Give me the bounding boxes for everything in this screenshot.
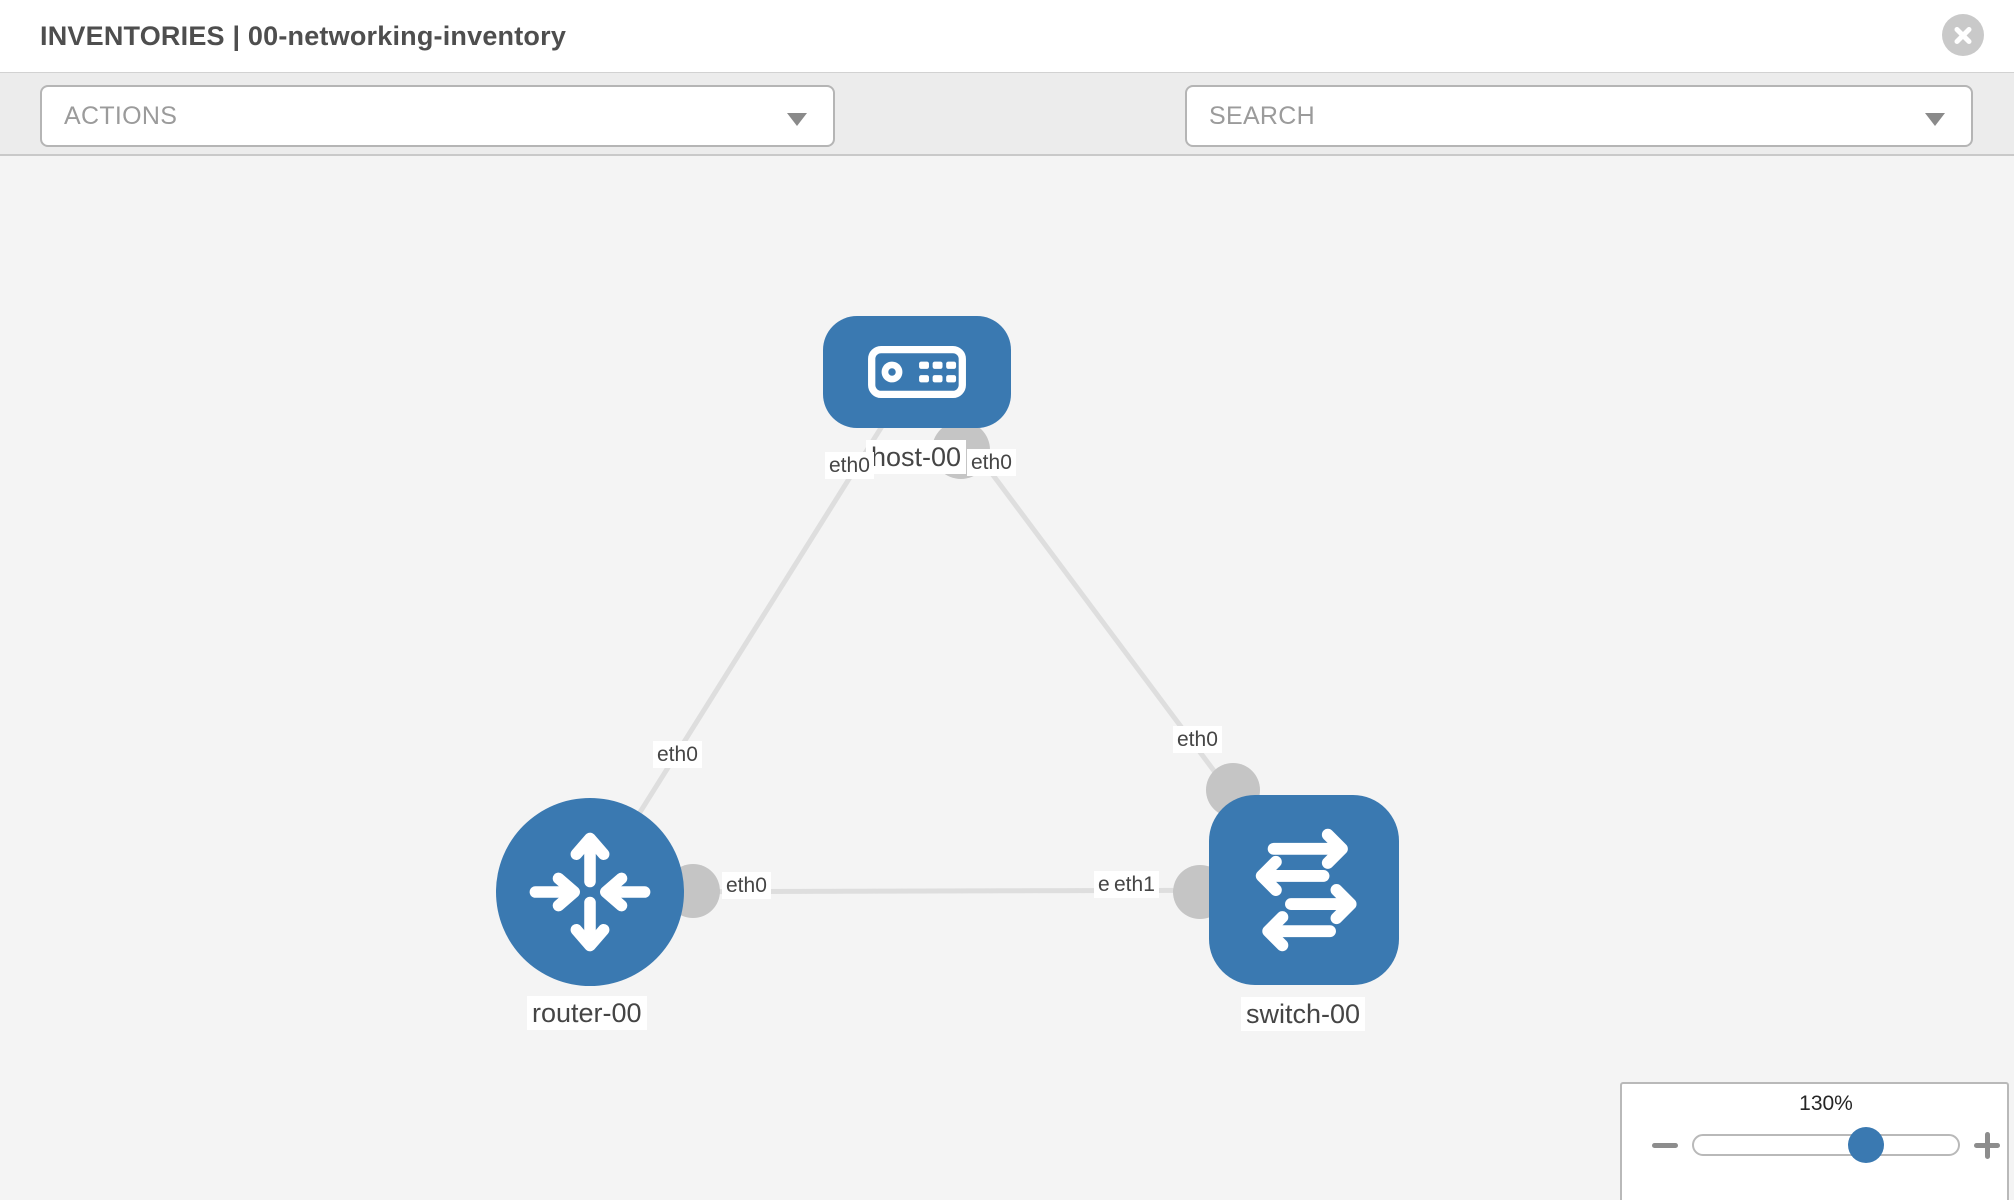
actions-dropdown-label: ACTIONS [64, 101, 178, 130]
page-title: INVENTORIES | 00-networking-inventory [40, 21, 567, 51]
zoom-in-plus-icon[interactable] [1972, 1132, 2002, 1159]
zoom-slider-thumb[interactable] [1848, 1127, 1884, 1163]
node-router[interactable] [496, 798, 684, 986]
interface-label-host-eth0-to-switch: eth0 [967, 449, 1016, 476]
search-dropdown[interactable]: SEARCH [1185, 85, 1973, 147]
interface-label-host-eth0-to-router: eth0 [825, 452, 874, 479]
node-label-host: host-00 [866, 440, 967, 474]
search-dropdown-label: SEARCH [1209, 101, 1315, 130]
node-label-router: router-00 [527, 996, 647, 1030]
zoom-slider-track[interactable] [1692, 1134, 1960, 1156]
toolbar: ACTIONS SEARCH [0, 72, 2014, 205]
chevron-down-icon [1925, 113, 1945, 126]
interface-label-router-eth0-to-host: eth0 [653, 741, 702, 768]
actions-dropdown[interactable]: ACTIONS [40, 85, 835, 147]
zoom-panel: 130% [1620, 1082, 2009, 1200]
interface-label-router-eth0-to-switch: eth0 [722, 872, 771, 899]
node-label-switch: switch-00 [1241, 997, 1366, 1031]
node-host[interactable] [823, 316, 1011, 428]
close-icon[interactable] [1942, 14, 1984, 56]
node-switch[interactable] [1209, 795, 1399, 985]
host-icon [868, 345, 966, 399]
interface-label-switch-eth0-to-host: eth0 [1173, 726, 1222, 753]
switch-icon [1255, 828, 1357, 952]
zoom-out-minus-icon[interactable] [1650, 1132, 1680, 1158]
interface-label-switch-eth1-to-router: eth1 [1110, 871, 1159, 898]
network-canvas[interactable] [0, 156, 2014, 1200]
router-icon [529, 832, 651, 952]
header-bar: INVENTORIES | 00-networking-inventory [0, 0, 2014, 72]
zoom-level-value: 130% [1799, 1092, 1853, 1115]
chevron-down-icon [787, 113, 807, 126]
